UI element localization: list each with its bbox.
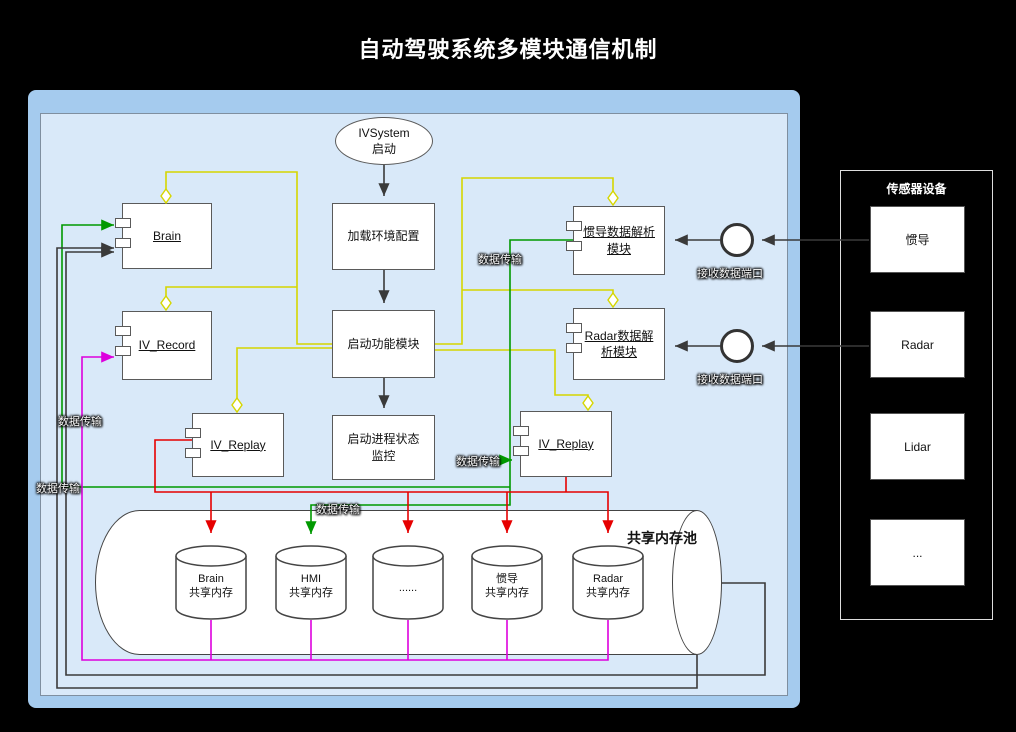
component-port-icon <box>566 343 582 353</box>
box-start-modules-label: 启动功能模块 <box>347 336 420 351</box>
component-ins-parser: 惯导数据解析模块 <box>566 206 665 275</box>
sensor-box-more: ... <box>870 519 965 586</box>
component-brain-label: Brain <box>152 228 181 243</box>
component-brain: Brain <box>115 203 212 269</box>
receive-port-circle-ins <box>720 223 754 257</box>
edge-label-data-transfer: 数据传输 <box>456 456 500 468</box>
receive-port-label: 接收数据端口 <box>697 374 763 386</box>
memory-cylinder-more: ...... <box>372 545 444 620</box>
component-ins-parser-label: 惯导数据解析模块 <box>582 225 655 256</box>
receive-port-label: 接收数据端口 <box>697 268 763 280</box>
edge-label-data-transfer: 数据传输 <box>316 504 360 516</box>
memory-cylinder-ins: 惯导共享内存 <box>471 545 543 620</box>
start-node: IVSystem 启动 <box>335 117 433 165</box>
box-load-config-label: 加载环境配置 <box>347 229 420 244</box>
component-iv-replay-left: IV_Replay <box>185 413 284 477</box>
component-port-icon <box>185 428 201 438</box>
cylinder-sublabel: 共享内存 <box>485 587 529 600</box>
sensor-box-ins: 惯导 <box>870 206 965 273</box>
page-title: 自动驾驶系统多模块通信机制 <box>358 37 658 62</box>
component-radar-parser: Radar数据解析模块 <box>566 308 665 380</box>
sensor-panel-title: 传感器设备 <box>886 182 947 196</box>
edge-label-data-transfer: 数据传输 <box>58 416 102 428</box>
cylinder-sublabel: 共享内存 <box>189 587 233 600</box>
component-port-icon <box>513 426 529 436</box>
sensor-box-lidar: Lidar <box>870 413 965 480</box>
component-iv-record: IV_Record <box>115 311 212 380</box>
component-iv-replay-right: IV_Replay <box>513 411 612 477</box>
component-port-icon <box>566 323 582 333</box>
edge-label-data-transfer: 数据传输 <box>36 483 80 495</box>
edge-label-data-transfer: 数据传输 <box>478 254 522 266</box>
cylinder-sublabel: 共享内存 <box>586 587 630 600</box>
component-port-icon <box>566 221 582 231</box>
cylinder-label: Brain <box>198 573 224 585</box>
receive-port-circle-radar <box>720 329 754 363</box>
cylinder-label: 惯导 <box>496 573 518 585</box>
start-node-line2: 启动 <box>371 142 396 156</box>
box-start-modules: 启动功能模块 <box>332 310 435 378</box>
component-radar-parser-label: Radar数据解析模块 <box>584 328 654 359</box>
cylinder-label: Radar <box>593 573 623 585</box>
component-port-icon <box>566 241 582 251</box>
sensor-box-ins-label: 惯导 <box>905 233 930 247</box>
component-port-icon <box>115 238 131 248</box>
cylinder-label: HMI <box>300 573 322 585</box>
sensor-box-more-label: ... <box>912 545 923 560</box>
box-load-config: 加载环境配置 <box>332 203 435 270</box>
sensor-box-radar-label: Radar <box>901 337 934 352</box>
sensor-box-lidar-label: Lidar <box>904 439 931 454</box>
component-iv-replay-left-label: IV_Replay <box>210 437 266 452</box>
component-port-icon <box>185 448 201 458</box>
memory-cylinder-radar: Radar 共享内存 <box>572 545 644 620</box>
memory-cylinder-brain: Brain 共享内存 <box>175 545 247 620</box>
component-iv-record-label: IV_Record <box>138 338 196 353</box>
start-node-line1: IVSystem <box>358 125 410 140</box>
component-port-icon <box>513 446 529 456</box>
component-port-icon <box>115 346 131 356</box>
cylinder-sublabel: 共享内存 <box>289 587 333 600</box>
cylinder-label: ...... <box>398 582 418 594</box>
component-port-icon <box>115 218 131 228</box>
box-process-monitor: 启动进程状态监控 <box>332 415 435 480</box>
sensor-panel: 传感器设备 惯导 Radar Lidar ... <box>840 170 993 620</box>
component-iv-replay-right-label: IV_Replay <box>538 436 594 451</box>
component-port-icon <box>115 326 131 336</box>
box-process-monitor-label: 启动进程状态监控 <box>347 432 420 463</box>
sensor-box-radar: Radar <box>870 311 965 378</box>
memory-cylinder-hmi: HMI 共享内存 <box>275 545 347 620</box>
